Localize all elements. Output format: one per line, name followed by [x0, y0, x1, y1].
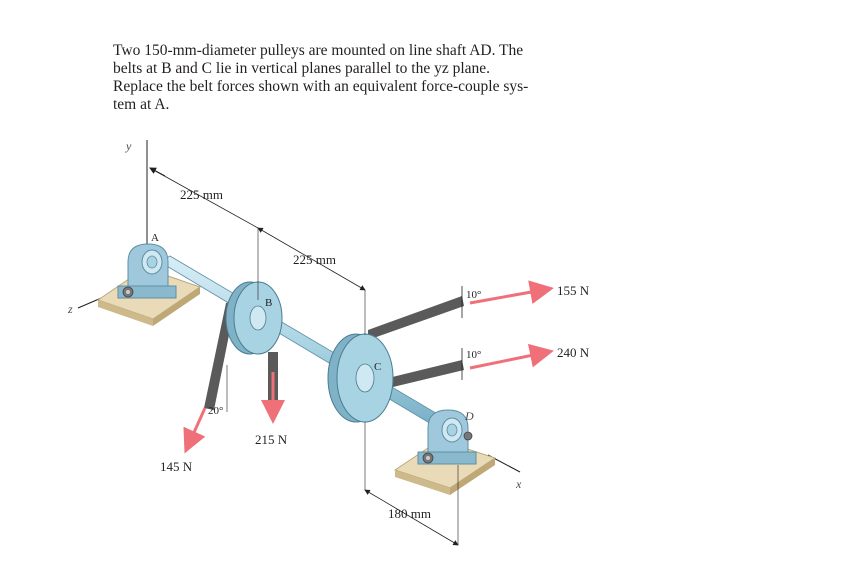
angle-ref-lines: [226, 286, 463, 412]
shaft-ad: [159, 255, 469, 441]
dimension-bc: [257, 227, 366, 335]
x-axis-label: x: [515, 477, 522, 491]
belts-c: [368, 296, 464, 392]
force-145n: [183, 407, 207, 454]
z-axis-label: z: [67, 302, 73, 316]
point-a-label: A: [151, 232, 159, 244]
pulley-c: [327, 333, 394, 423]
problem-line-4: tem at A.: [113, 96, 170, 113]
dimension-ab-label: 225 mm: [180, 187, 223, 202]
force-240n-label: 240 N: [557, 345, 590, 360]
problem-statement: Two 150-mm-diameter pulleys are mounted …: [113, 42, 593, 114]
problem-line-2: belts at B and C lie in vertical planes …: [113, 60, 491, 77]
point-d-label: D: [464, 409, 474, 423]
point-b-label: B: [265, 297, 272, 309]
dimension-bc-label: 225 mm: [293, 252, 336, 267]
force-155n: [469, 280, 554, 305]
pulley-b: [225, 281, 283, 355]
bearing-a: [117, 243, 177, 299]
dimension-cd: [364, 422, 459, 546]
force-240n: [469, 343, 554, 370]
problem-line-1: Two 150-mm-diameter pulleys are mounted …: [113, 42, 524, 59]
bearing-d: [417, 409, 477, 465]
point-c-label: C: [374, 361, 381, 373]
angle-c-top-label: 10°: [466, 289, 481, 301]
dimension-cd-label: 180 mm: [388, 506, 431, 521]
y-axis-label: y: [125, 139, 132, 153]
force-145n-label: 145 N: [160, 459, 193, 474]
angle-b-label: 20°: [208, 405, 223, 417]
force-155n-label: 155 N: [557, 283, 590, 298]
problem-line-3: Replace the belt forces shown with an eq…: [113, 78, 529, 95]
angle-c-bottom-label: 10°: [466, 349, 481, 361]
force-215n-label: 215 N: [255, 432, 288, 447]
